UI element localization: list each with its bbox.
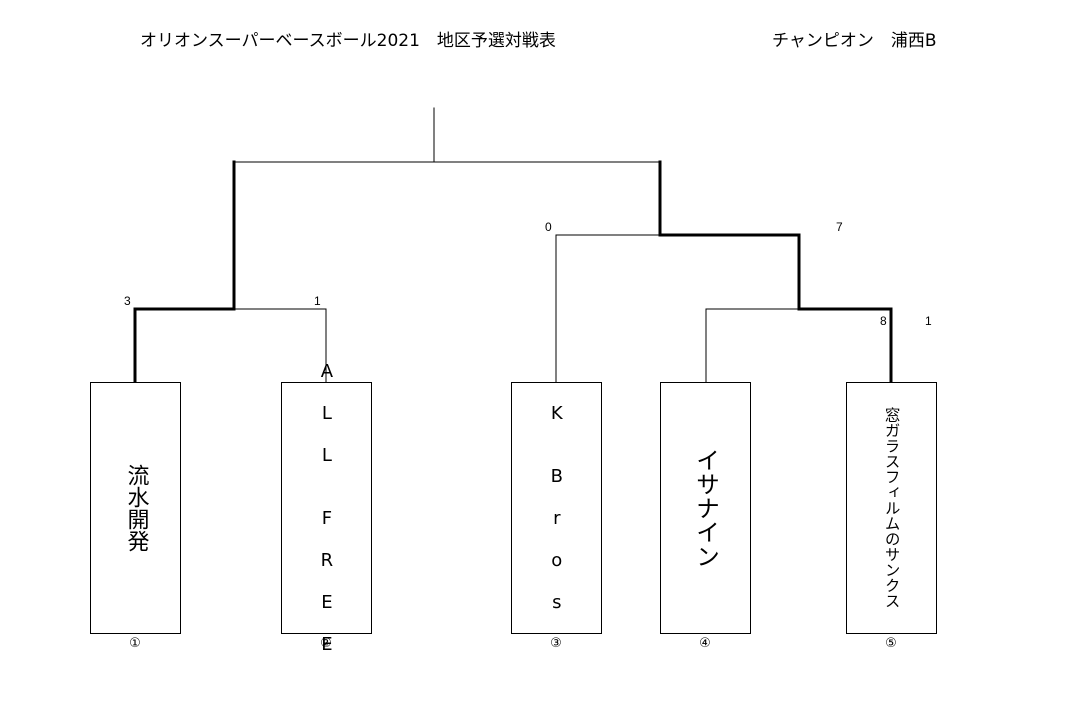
team-box-1: 流水開発 (90, 382, 181, 634)
champion-label: チャンピオン 浦西B (772, 31, 937, 51)
team-box-5: 窓ガラスフィルムのサンクス (846, 382, 937, 634)
team-name-4: イサナイン (691, 448, 720, 568)
score-semi-right: 7 (836, 220, 843, 234)
score-team5: 8 (880, 314, 887, 328)
seed-1: ① (129, 636, 141, 651)
seed-4: ④ (699, 636, 711, 651)
team-box-2: A L L F R E E (281, 361, 372, 655)
seed-3: ③ (550, 636, 562, 651)
team-name-3: K B r o s (546, 403, 568, 613)
seed-2: ② (320, 636, 332, 651)
score-team3: 0 (545, 220, 552, 234)
seed-5: ⑤ (885, 636, 897, 651)
team-box-3: K B r o s (511, 382, 602, 634)
team-box-4: イサナイン (660, 382, 751, 634)
score-team4: 1 (925, 314, 932, 328)
score-team2: 1 (314, 294, 321, 308)
team-name-1: 流水開発 (123, 464, 149, 552)
team-name-5: 窓ガラスフィルムのサンクス (882, 407, 901, 609)
score-team1: 3 (124, 294, 131, 308)
team-name-2: A L L F R E E (316, 361, 338, 655)
page-title: オリオンスーパーベースボール2021 地区予選対戦表 (140, 31, 556, 51)
